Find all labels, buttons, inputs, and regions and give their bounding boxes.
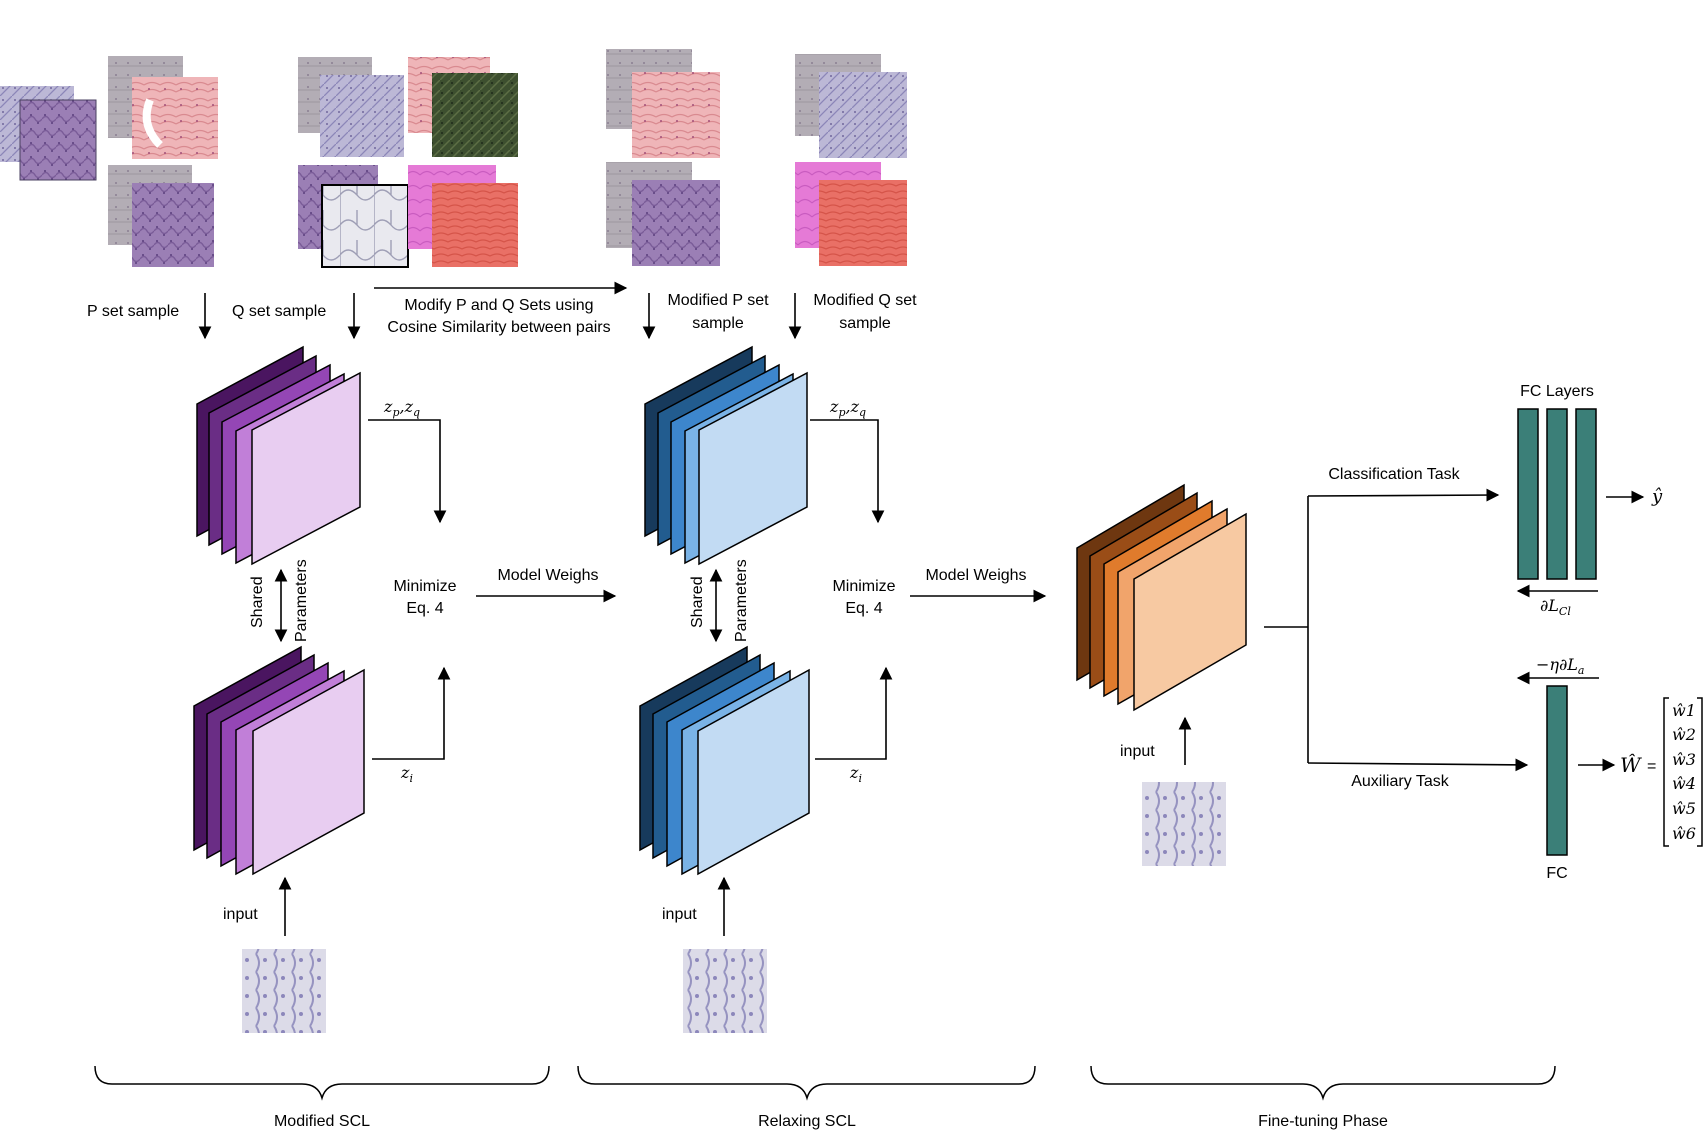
w-entry-3: ŵ3 [1672,750,1696,769]
scl2-zpq-arrow [810,419,885,524]
scl1-encoder-top [196,345,361,566]
scl1-shared-label: Shared [249,576,266,628]
brace-relaxing-scl [577,1065,1036,1101]
scl2-weights-label: Model Weighs [925,567,1026,584]
w-entry-4: ŵ4 [1672,774,1696,793]
q-set-label: Q set sample [232,303,326,320]
scl2-shared-label: Shared [689,576,706,628]
brace-fine-tuning [1090,1065,1556,1101]
scl2-zi-label: zi [849,763,862,785]
scl1-minimize-line1: Minimize [393,578,456,595]
scl1-input-image [242,949,326,1033]
scl2-input-image [683,949,767,1033]
scl1-zpq-arrow [368,419,447,524]
modified-q-set-patches [795,54,907,266]
modify-label-line1: Modify P and Q Sets using [404,297,593,314]
classification-task-label: Classification Task [1328,466,1460,483]
fc-label: FC [1546,865,1567,882]
auxiliary-task-label: Auxiliary Task [1351,773,1450,790]
modify-label-line2: Cosine Similarity between pairs [387,319,610,336]
scl2-encoder-top [644,345,808,566]
classification-arrow [1307,488,1500,502]
scl1-zi-arrow [372,666,451,760]
fc-auxiliary [1546,685,1568,856]
loss-a-label: −η∂La [1536,655,1584,677]
scl2-zi-arrow [815,666,893,760]
scl2-input-label: input [662,906,697,923]
w-entry-5: ŵ5 [1672,799,1696,818]
finetune-input-image [1142,782,1226,866]
phase-label-relaxing-scl: Relaxing SCL [758,1113,856,1130]
fc-layer-2 [1546,408,1568,580]
q-set-patches [298,57,518,268]
w-hat-label: Ŵ [1620,753,1642,777]
scl1-input-label: input [223,906,258,923]
phase-label-modified-scl: Modified SCL [274,1113,370,1130]
scl1-minimize-line2: Eq. 4 [406,600,443,617]
scl1-encoder-bottom [193,645,365,876]
mod-q-label-line2: sample [839,315,891,332]
finetune-input-label: input [1120,743,1155,760]
auxiliary-arrow [1307,758,1529,772]
scl1-parameters-label: Parameters [293,559,310,642]
modified-p-set-patches [606,49,720,266]
mod-q-label-line1: Modified Q set [813,292,917,309]
fc-layers-label: FC Layers [1520,383,1594,400]
mod-p-label-line1: Modified P set [667,292,769,309]
fc-layer-3 [1575,408,1597,580]
scl1-zi-label: zi [400,763,413,785]
scl1-zpq-label: zp,zq [383,397,420,419]
scl2-minimize-line1: Minimize [832,578,895,595]
loss-cl-label: ∂LCl [1540,596,1571,618]
scl2-encoder-bottom [639,645,810,876]
scl2-zpq-label: zp,zq [829,397,866,419]
scl2-parameters-label: Parameters [733,559,750,642]
scl2-minimize-line2: Eq. 4 [845,600,882,617]
w-equals: = [1647,758,1656,775]
w-entry-2: ŵ2 [1672,725,1696,744]
w-entry-1: ŵ1 [1672,701,1696,720]
vector-bracket-right [1697,697,1703,847]
p-set-patches [0,56,218,267]
y-hat-label: ŷ [1651,486,1663,507]
scl1-weights-label: Model Weighs [497,567,598,584]
brace-modified-scl [94,1065,550,1101]
fc-layer-1 [1517,408,1539,580]
w-entry-6: ŵ6 [1672,824,1696,843]
p-set-label: P set sample [87,303,179,320]
finetune-encoder [1076,483,1247,712]
phase-label-fine-tuning: Fine-tuning Phase [1258,1113,1388,1130]
vector-bracket-left [1663,697,1669,847]
mod-p-label-line2: sample [692,315,744,332]
